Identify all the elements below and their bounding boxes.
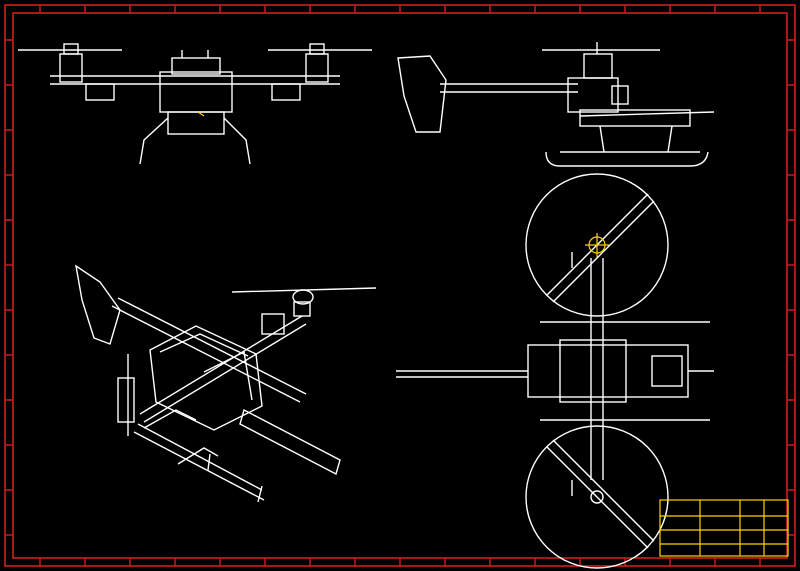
drawing-frame (4, 4, 796, 567)
title-block (659, 499, 789, 557)
frame-tick-marks (5, 5, 795, 566)
isometric-view (75, 264, 377, 503)
side-view (397, 42, 715, 167)
front-view (18, 43, 372, 165)
top-view (396, 173, 714, 569)
